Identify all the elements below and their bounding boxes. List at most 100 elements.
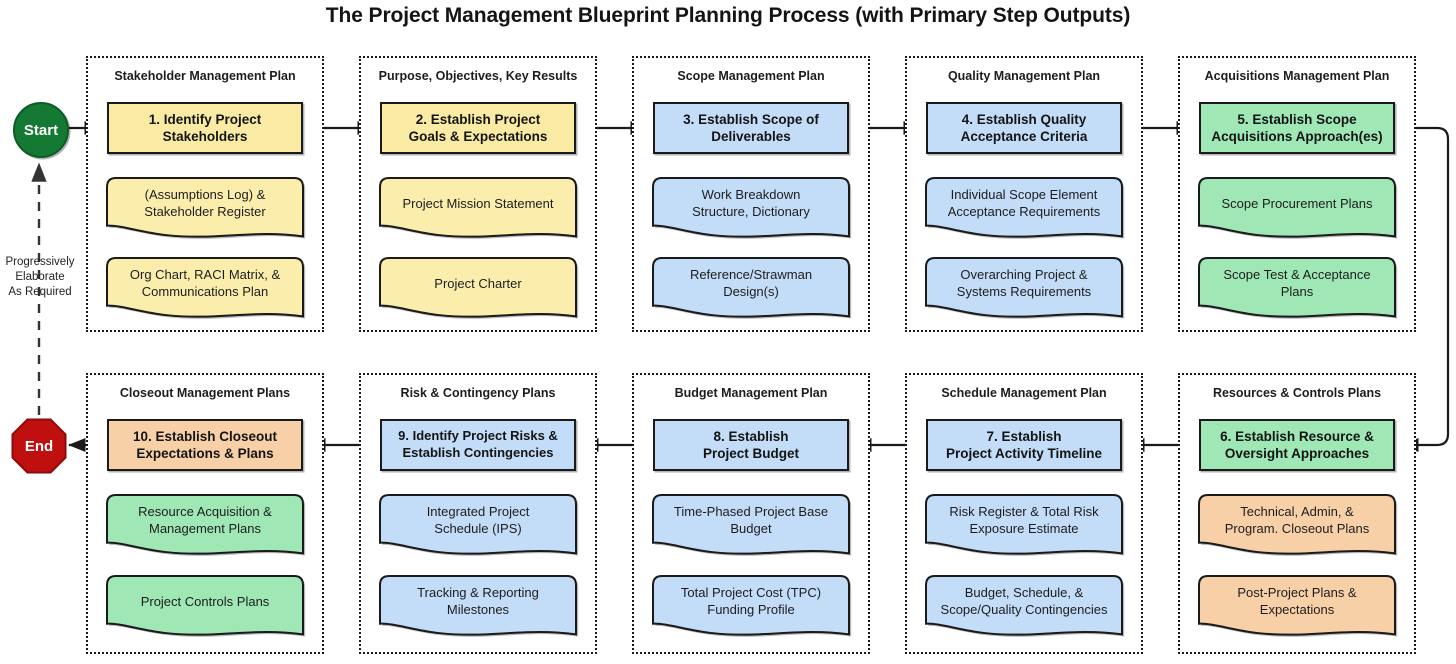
feedback-loop-line-2: Elaborate — [15, 271, 65, 284]
step-9-line-1: 9. Identify Project Risks & — [398, 428, 558, 444]
output-document[interactable]: Project Mission Statement — [379, 177, 579, 246]
start-node[interactable]: Start — [13, 102, 69, 158]
step-4-line-1: 4. Establish Quality — [961, 111, 1087, 127]
output-document-line-2: Budget — [730, 521, 772, 536]
step-5-line-2: Acquisitions Approach(es) — [1211, 129, 1383, 144]
output-document-line-1: Project Charter — [434, 275, 522, 291]
feedback-loop-line-1: Progressively — [5, 256, 75, 268]
step-1-line-2: Stakeholders — [162, 129, 248, 144]
step-7-line-2: Project Activity Timeline — [945, 446, 1103, 461]
output-document-line-1: Budget, Schedule, & — [964, 585, 1084, 601]
output-document-line-1: Risk Register & Total Risk — [949, 504, 1099, 520]
document-shape-icon — [1198, 257, 1398, 319]
output-document[interactable]: Org Chart, RACI Matrix, &Communications … — [106, 257, 306, 326]
output-document-line-2: Systems Requirements — [956, 284, 1092, 299]
step-6-line-2: Oversight Approaches — [1224, 446, 1370, 461]
output-document[interactable]: Scope Procurement Plans — [1198, 177, 1398, 246]
output-document-label: Resource Acquisition &Management Plans — [107, 495, 303, 547]
document-shape-icon — [1198, 575, 1398, 637]
step-box-5[interactable]: 5. Establish Scope Acquisitions Approach… — [1199, 102, 1395, 154]
output-document-line-2: Expectations — [1259, 602, 1335, 617]
end-node[interactable]: End — [11, 418, 67, 474]
output-document-line-1: Work Breakdown — [701, 187, 801, 203]
output-document-label: Project Controls Plans — [107, 576, 303, 628]
document-shape-icon — [925, 575, 1125, 637]
document-shape-icon — [652, 257, 852, 319]
output-document-line-1: Overarching Project & — [960, 267, 1088, 283]
step-box-9[interactable]: 9. Identify Project Risks & Establish Co… — [380, 419, 576, 471]
output-document-line-1: Time-Phased Project Base — [673, 504, 829, 520]
output-document[interactable]: Total Project Cost (TPC)Funding Profile — [652, 575, 852, 644]
document-shape-icon — [1198, 177, 1398, 239]
document-shape-icon — [652, 177, 852, 239]
step-9-line-2: Establish Contingencies — [402, 445, 554, 460]
output-document-line-2: Design(s) — [723, 284, 779, 299]
group-title: Stakeholder Management Plan — [114, 69, 296, 83]
output-document-line-1: Tracking & Reporting — [417, 585, 539, 601]
output-document[interactable]: Budget, Schedule, &Scope/Quality Conting… — [925, 575, 1125, 644]
output-document[interactable]: Project Controls Plans — [106, 575, 306, 644]
output-document[interactable]: Project Charter — [379, 257, 579, 326]
step-10-line-1: 10. Establish Closeout — [132, 428, 278, 444]
output-document-line-2: Structure, Dictionary — [692, 204, 810, 219]
start-label: Start — [23, 121, 59, 139]
group-title: Budget Management Plan — [674, 386, 828, 400]
output-document-line-2: Stakeholder Register — [144, 204, 266, 219]
output-document[interactable]: Post-Project Plans &Expectations — [1198, 575, 1398, 644]
step-box-1[interactable]: 1. Identify Project Stakeholders — [107, 102, 303, 154]
output-document[interactable]: Resource Acquisition &Management Plans — [106, 494, 306, 563]
step-box-7[interactable]: 7. Establish Project Activity Timeline — [926, 419, 1122, 471]
document-shape-icon — [1198, 494, 1398, 556]
output-document-line-1: Total Project Cost (TPC) — [680, 585, 822, 601]
document-shape-icon — [652, 494, 852, 556]
output-document-line-1: Project Mission Statement — [402, 195, 554, 211]
output-document[interactable]: (Assumptions Log) &Stakeholder Register — [106, 177, 306, 246]
step-8-line-2: Project Budget — [702, 446, 799, 461]
output-document[interactable]: Technical, Admin, &Program. Closeout Pla… — [1198, 494, 1398, 563]
output-document-line-2: Exposure Estimate — [969, 521, 1079, 536]
document-shape-icon — [106, 257, 306, 319]
document-shape-icon — [106, 177, 306, 239]
step-box-6[interactable]: 6. Establish Resource & Oversight Approa… — [1199, 419, 1395, 471]
output-document-line-2: Management Plans — [148, 521, 261, 536]
step-1-line-1: 1. Identify Project — [148, 111, 262, 127]
step-box-3[interactable]: 3. Establish Scope of Deliverables — [653, 102, 849, 154]
output-document-label: (Assumptions Log) &Stakeholder Register — [107, 178, 303, 230]
output-document-label: Project Charter — [380, 258, 576, 310]
output-document-label: Scope Procurement Plans — [1199, 178, 1395, 230]
output-document[interactable]: Overarching Project &Systems Requirement… — [925, 257, 1125, 326]
step-box-10[interactable]: 10. Establish Closeout Expectations & Pl… — [107, 419, 303, 471]
output-document-line-2: Plans — [1280, 284, 1314, 299]
step-box-2[interactable]: 2. Establish Project Goals & Expectation… — [380, 102, 576, 154]
step-4-line-2: Acceptance Criteria — [960, 129, 1088, 144]
feedback-loop-line-3: As Required — [8, 286, 72, 299]
octagon-icon — [11, 418, 67, 474]
step-box-4[interactable]: 4. Establish Quality Acceptance Criteria — [926, 102, 1122, 154]
step-5-line-1: 5. Establish Scope — [1237, 111, 1357, 127]
document-shape-icon — [106, 494, 306, 556]
output-document-line-1: Individual Scope Element — [950, 187, 1098, 203]
output-document-line-1: Reference/Strawman — [689, 267, 813, 283]
step-7-line-1: 7. Establish — [986, 428, 1062, 444]
output-document-label: Post-Project Plans &Expectations — [1199, 576, 1395, 628]
step-box-8[interactable]: 8. Establish Project Budget — [653, 419, 849, 471]
step-2-line-1: 2. Establish Project — [415, 111, 541, 127]
step-8-line-1: 8. Establish — [713, 428, 789, 444]
document-shape-icon — [925, 257, 1125, 319]
group-title: Scope Management Plan — [677, 69, 825, 83]
output-document-line-1: Integrated Project — [426, 504, 530, 520]
